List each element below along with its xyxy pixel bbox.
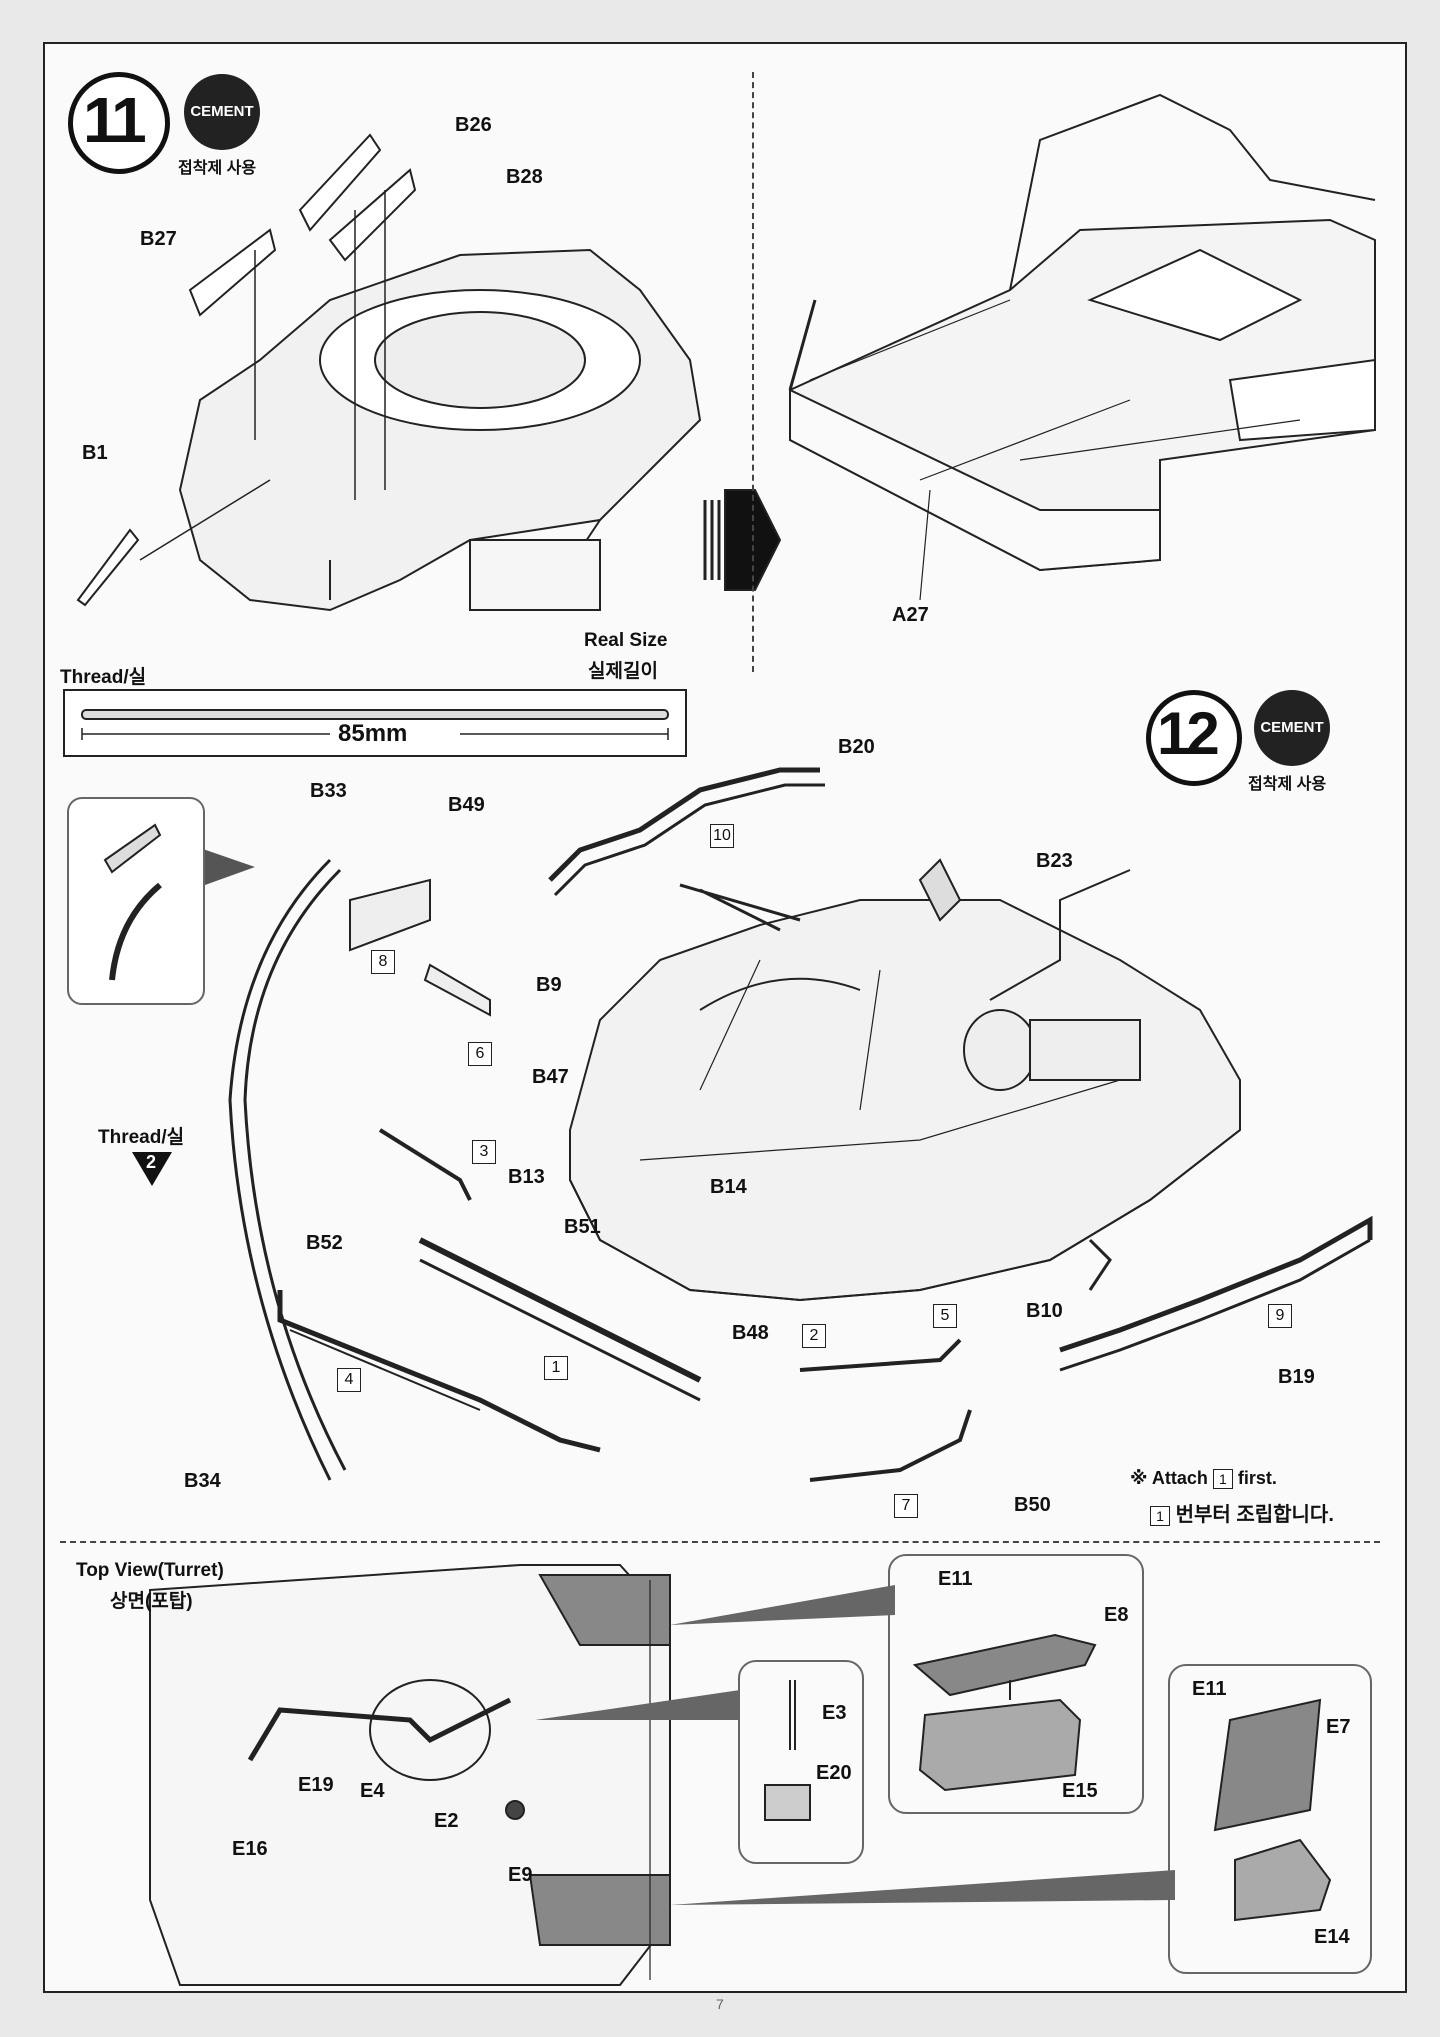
step11-badge: 11 — [68, 72, 170, 174]
part-label-b34: B34 — [184, 1470, 221, 1492]
sub-step-6: 6 — [468, 1042, 492, 1066]
part-label-e4: E4 — [360, 1780, 385, 1802]
part-label-e7: E7 — [1326, 1716, 1351, 1738]
part-label-b14: B14 — [710, 1176, 747, 1198]
part-label-e14: E14 — [1314, 1926, 1350, 1948]
part-label-b13: B13 — [508, 1166, 545, 1188]
part-label-e16: E16 — [232, 1838, 268, 1860]
part-label-e11-b: E11 — [1192, 1678, 1227, 1700]
zoom-box-e8 — [888, 1554, 1144, 1814]
part-label-e19: E19 — [298, 1774, 334, 1796]
part-label-b9: B9 — [536, 974, 562, 996]
part-label-e20: E20 — [816, 1762, 852, 1784]
step12-thread-marker-number: 2 — [146, 1152, 157, 1172]
step11-divider — [752, 72, 754, 672]
part-label-e2: E2 — [434, 1810, 459, 1832]
step11-number: 11 — [83, 84, 147, 156]
attach-note-ko-suffix: 번부터 조립합니다. — [1175, 1504, 1334, 1526]
part-label-b1: B1 — [82, 442, 108, 464]
part-label-b19: B19 — [1278, 1366, 1315, 1388]
part-label-b23: B23 — [1036, 850, 1073, 872]
part-label-e8: E8 — [1104, 1604, 1129, 1626]
step12-badge: 12 — [1146, 690, 1242, 786]
zoom-box-e3 — [738, 1660, 864, 1864]
part-label-b47: B47 — [532, 1066, 569, 1088]
attach-note-number: 1 — [1212, 1469, 1233, 1489]
part-label-b33: B33 — [310, 780, 347, 802]
top-view-title-en: Top View(Turret) — [76, 1560, 224, 1581]
part-label-b49: B49 — [448, 794, 485, 816]
part-label-b50: B50 — [1014, 1494, 1051, 1516]
zoom-box-e7 — [1168, 1664, 1372, 1974]
step12-number: 12 — [1157, 700, 1220, 767]
attach-note-prefix: ※ Attach — [1130, 1468, 1208, 1488]
part-label-e3: E3 — [822, 1702, 847, 1724]
part-label-b26: B26 — [455, 114, 492, 136]
part-label-b20: B20 — [838, 736, 875, 758]
part-label-b28: B28 — [506, 166, 543, 188]
sub-step-9: 9 — [1268, 1304, 1292, 1328]
attach-note-suffix: first. — [1237, 1468, 1277, 1488]
part-label-e9: E9 — [508, 1864, 533, 1886]
part-label-b51: B51 — [564, 1216, 601, 1238]
step12-cement-badge: CEMENT — [1254, 690, 1330, 766]
step12-thread-label: Thread/실 — [98, 1127, 185, 1148]
top-view-divider — [60, 1541, 1380, 1543]
sub-step-1: 1 — [544, 1356, 568, 1380]
step12-thread-marker — [132, 1152, 172, 1186]
thread-length: 85mm — [338, 720, 408, 747]
part-label-e11-a: E11 — [938, 1568, 973, 1590]
part-label-b48: B48 — [732, 1322, 769, 1344]
sub-step-4: 4 — [337, 1368, 361, 1392]
thread-label: Thread/실 — [60, 667, 147, 688]
part-label-b52: B52 — [306, 1232, 343, 1254]
sub-step-7: 7 — [894, 1494, 918, 1518]
attach-note-en: ※ Attach 1 first. — [1130, 1468, 1277, 1489]
top-view-title-ko: 상면(포탑) — [110, 1591, 193, 1612]
step12-cement-text: 접착제 사용 — [1248, 776, 1327, 793]
attach-note-ko-number: 1 — [1150, 1506, 1170, 1526]
sub-step-2: 2 — [802, 1324, 826, 1348]
sub-step-8: 8 — [371, 950, 395, 974]
attach-note-ko: 1 번부터 조립합니다. — [1150, 1498, 1334, 1527]
real-size-en: Real Size — [584, 630, 668, 651]
real-size-ko: 실제길이 — [588, 661, 658, 682]
part-label-b10: B10 — [1026, 1300, 1063, 1322]
sub-step-5: 5 — [933, 1304, 957, 1328]
sub-step-3: 3 — [472, 1140, 496, 1164]
part-label-e15: E15 — [1062, 1780, 1098, 1802]
part-label-a27: A27 — [892, 604, 929, 626]
step11-cement-text: 접착제 사용 — [178, 160, 257, 177]
part-label-b27: B27 — [140, 228, 177, 250]
step11-cement-badge: CEMENT — [184, 74, 260, 150]
page-number: 7 — [716, 1996, 724, 2012]
sub-step-10: 10 — [710, 824, 734, 848]
